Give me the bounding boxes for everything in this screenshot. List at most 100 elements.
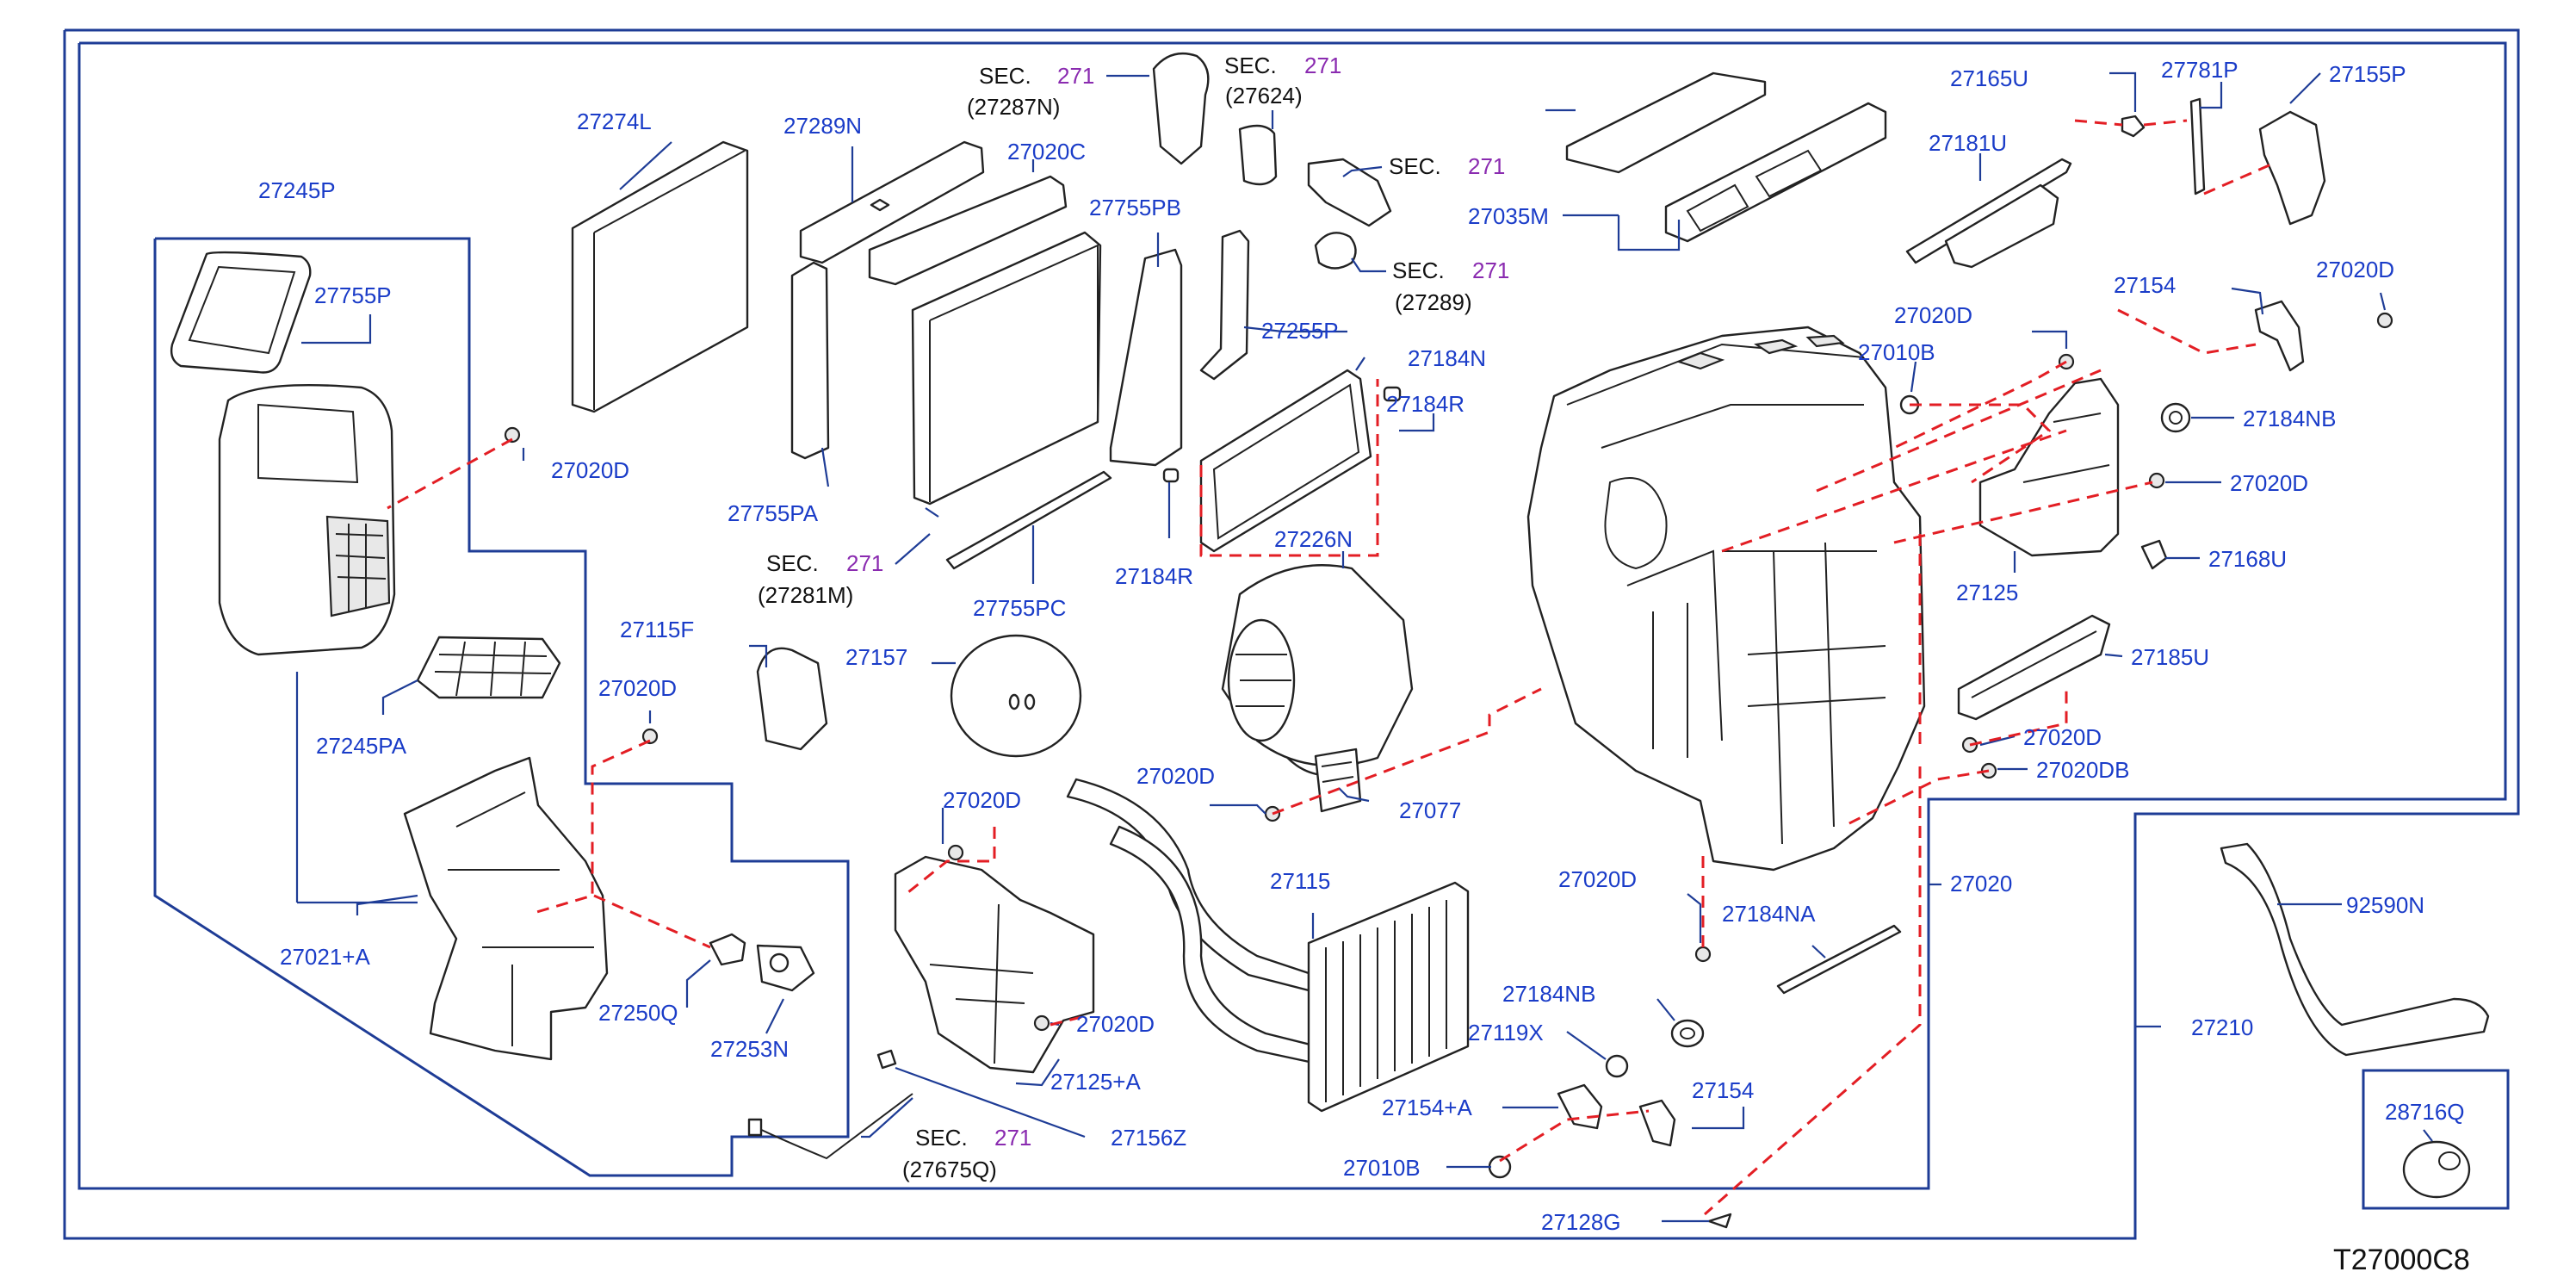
rod-27781p-drawing	[2189, 97, 2206, 195]
part-label: 27184N	[1408, 345, 1486, 371]
part-label: 27020D	[1558, 866, 1637, 892]
clip-27128g-drawing	[1707, 1213, 1732, 1229]
bushing-27184r-b-drawing	[1162, 468, 1180, 483]
part-label: 27021+A	[280, 944, 370, 970]
heater-core-27115-drawing	[1307, 881, 1470, 1113]
part-label: 27253N	[710, 1036, 789, 1062]
part-label: 27020D	[1136, 763, 1215, 789]
link-27165u-drawing	[2121, 115, 2146, 138]
screw-icons	[504, 312, 2393, 1032]
part-label: 27168U	[2208, 546, 2287, 572]
part-label: 27020DB	[2036, 757, 2129, 783]
fan-27157-drawing	[950, 634, 1082, 758]
part-label: 28716Q	[2385, 1099, 2465, 1125]
part-label: 27250Q	[598, 1000, 678, 1026]
lower-housing-27021a-drawing	[403, 756, 609, 1061]
filter-27245pa-drawing	[416, 636, 561, 699]
part-label: 27020	[1950, 871, 2012, 896]
sub-frame-28716q	[2362, 1069, 2510, 1210]
bracket-27255p-drawing	[1199, 229, 1250, 381]
svg-text:(27624): (27624)	[1225, 83, 1303, 109]
lever-27154-bottom-drawing	[1638, 1099, 1676, 1147]
lever-27155p-drawing	[2258, 110, 2326, 226]
screw-icon	[947, 844, 964, 861]
section-ref: SEC. 271 (27289)	[1351, 257, 1509, 315]
part-label: 27154	[2114, 272, 2176, 298]
part-label: 27020D	[2316, 257, 2394, 282]
inner-frame	[77, 41, 2507, 1190]
part-label: 27255P	[1261, 318, 1339, 344]
clip-27168u-drawing	[2140, 539, 2168, 570]
filter-27035m-drawing	[1565, 71, 1887, 243]
svg-text:SEC.: SEC.	[1224, 53, 1277, 78]
screw-icon	[1033, 1014, 1050, 1032]
screw-icon	[2148, 472, 2165, 489]
screw-icon	[641, 728, 659, 745]
part-label: 27165U	[1950, 65, 2028, 91]
section-ref: SEC. 271 (27624)	[1224, 53, 1341, 129]
evaporator-27020c-drawing	[868, 175, 1102, 506]
part-label: 27755P	[314, 282, 392, 308]
part-label: 27125	[1956, 580, 2018, 605]
svg-text:SEC.: SEC.	[1392, 257, 1445, 283]
filter-27274l-drawing	[571, 140, 749, 413]
svg-text:271: 271	[1472, 257, 1509, 283]
part-label: 27184NB	[2243, 406, 2336, 431]
frame-lines	[63, 28, 2520, 1240]
svg-text:SEC.: SEC.	[1389, 153, 1441, 179]
screw-icon	[504, 426, 521, 444]
part-label: 27226N	[1274, 526, 1353, 552]
leader-lines	[295, 71, 2433, 1223]
svg-text:SEC.: SEC.	[915, 1125, 968, 1151]
part-label: 27245PA	[316, 733, 407, 759]
cap-28716q-drawing	[2402, 1140, 2471, 1199]
outer-frame	[63, 28, 2520, 1240]
part-label: 27185U	[2131, 644, 2209, 670]
svg-text:271: 271	[1304, 53, 1341, 78]
gasket-27755p-drawing	[170, 251, 312, 374]
svg-text:271: 271	[994, 1125, 1031, 1151]
intake-housing-27245p-drawing	[218, 383, 396, 656]
gear-27184nb-bottom-drawing	[1670, 1019, 1705, 1048]
part-label: 27020D	[551, 457, 629, 483]
part-label: 27020D	[598, 675, 677, 701]
part-label: 27010B	[1343, 1155, 1421, 1181]
svg-text:271: 271	[1057, 63, 1094, 89]
part-label: 27035M	[1468, 203, 1549, 229]
sec271-duct-drawing	[1152, 52, 1392, 270]
evaporator-cover-27289n-drawing	[799, 140, 985, 264]
svg-text:SEC.: SEC.	[979, 63, 1031, 89]
part-drawings	[170, 52, 2490, 1229]
section-refs: SEC. 271 (27287N) SEC. 271 (27624) SEC. …	[758, 53, 1509, 1182]
part-label: 27128G	[1541, 1209, 1621, 1235]
sensor-27156z-drawing	[747, 1049, 913, 1160]
part-labels: 27274L 27289N 27020C 27245P 27755P 27755…	[258, 57, 2465, 1235]
screw-icon	[2376, 312, 2393, 329]
part-label: 27781P	[2161, 57, 2239, 83]
screw-icon	[1694, 946, 1712, 963]
case-27125-drawing	[1978, 377, 2120, 557]
part-label: 27181U	[1929, 130, 2007, 156]
part-label: 27155P	[2329, 61, 2406, 87]
dashed-leaders	[387, 119, 2274, 1216]
shaft-27184na-drawing	[1776, 924, 1902, 995]
lower-case-27125a-drawing	[894, 855, 1095, 1074]
part-label: 27115	[1270, 868, 1330, 894]
svg-text:(27289): (27289)	[1395, 289, 1472, 315]
lever-27154a-drawing	[1557, 1083, 1603, 1130]
lever-27154-top-drawing	[2254, 300, 2305, 372]
part-label: 92590N	[2346, 892, 2424, 918]
part-label: 27755PB	[1089, 195, 1181, 220]
part-label: 27184NB	[1502, 981, 1595, 1007]
bushing-27184r-a-drawing	[1383, 386, 1402, 402]
svg-text:(27675Q): (27675Q)	[902, 1157, 997, 1182]
svg-text:(27287N): (27287N)	[967, 94, 1060, 120]
seal-27755pa-drawing	[790, 261, 830, 460]
part-label: 27210	[2191, 1014, 2253, 1040]
bushing-27119x-drawing	[1605, 1054, 1629, 1078]
part-label: 27274L	[577, 109, 652, 134]
section-ref: SEC. 271 (27281M)	[758, 533, 931, 608]
part-label: 27245P	[258, 177, 336, 203]
svg-text:271: 271	[846, 550, 883, 576]
resistor-27077-drawing	[1314, 748, 1362, 813]
